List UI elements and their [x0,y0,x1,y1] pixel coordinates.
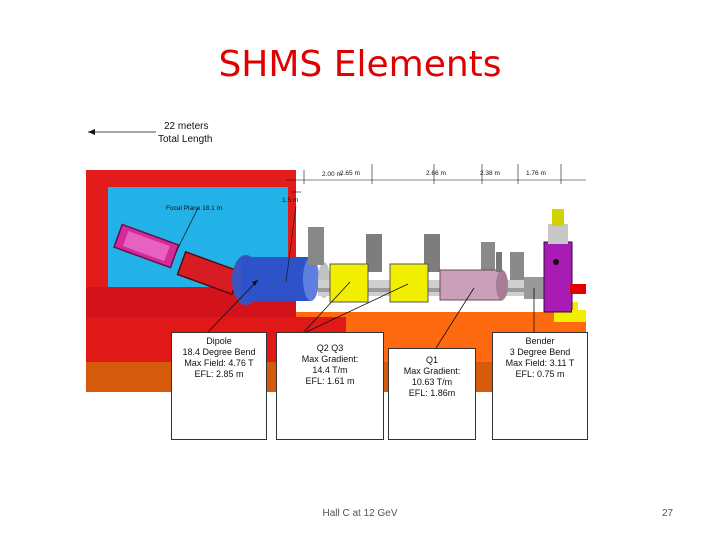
q2q3-leader [301,281,351,335]
q1-callout: Q1 Max Gradient: 10.63 T/m EFL: 1.86m [388,348,476,440]
q2q3-callout-line-4: EFL: 1.61 m [305,376,355,386]
dipole-callout-line-1: Dipole [206,336,232,346]
bender-callout-line-1: Bender [525,336,555,346]
dipole-callout-line-2: 18.4 Degree Bend [182,347,256,357]
q1-callout-line-1: Q1 [425,355,438,365]
q1-leader [435,287,475,349]
bender-callout-line-2: 3 Degree Bend [509,347,571,357]
q1-callout-line-4: EFL: 1.86m [408,388,456,398]
q2q3-callout-line-2: Max Gradient: [301,354,359,364]
q2q3-callout-line-3: 14.4 T/m [312,365,348,375]
dipole-leader [205,279,259,335]
dipole-magnet [241,257,311,301]
page-number: 27 [662,508,674,519]
q1-callout-line-3: 10.63 T/m [411,377,453,387]
q1-callout-line-2: Max Gradient: [403,366,461,376]
segment-3: 2.66 m [426,170,446,177]
q2q3-leader-2 [301,283,409,335]
shms-diagram: Focal Plane 18.1 m 22 meters Total Lengt… [86,121,586,392]
bender-callout-line-4: EFL: 0.75 m [515,369,565,379]
post-3 [424,234,440,272]
q1-magnet [439,269,503,301]
segment-5: 1.76 m [526,170,546,177]
slide-title: SHMS Elements [218,44,502,85]
focal-plane-leader [175,207,199,253]
slide-footer: Hall C at 12 GeV [322,508,398,519]
dipole-callout-line-3: Max Field: 4.76 T [184,358,254,368]
bender-callout-line-3: Max Field: 3.11 T [505,358,575,368]
segment-4: 2.38 m [480,170,500,177]
bender-callout: Bender 3 Degree Bend Max Field: 3.11 T E… [492,332,588,440]
q3-magnet [389,263,429,303]
post-2 [366,234,382,272]
q2q3-callout-line-1: Q2 Q3 [316,343,344,353]
post-5 [510,252,524,286]
segment-2: 2.65 m [340,170,360,177]
q2q3-callout: Q2 Q3 Max Gradient: 14.4 T/m EFL: 1.61 m [276,332,384,440]
target-chamber [543,241,573,313]
focal-plane-label: Focal Plane 18.1 m [166,205,222,212]
dipole-callout: Dipole 18.4 Degree Bend Max Field: 4.76 … [171,332,267,440]
dipole-callout-line-4: EFL: 2.85 m [194,369,244,379]
total-length-value: 22 meters [164,121,208,132]
total-length-label: Total Length [158,134,213,145]
post-1 [308,227,324,265]
segment-1: 2.00 m [322,171,342,178]
gap-label: 1.5 m [282,197,298,204]
gap-leader [285,205,297,283]
